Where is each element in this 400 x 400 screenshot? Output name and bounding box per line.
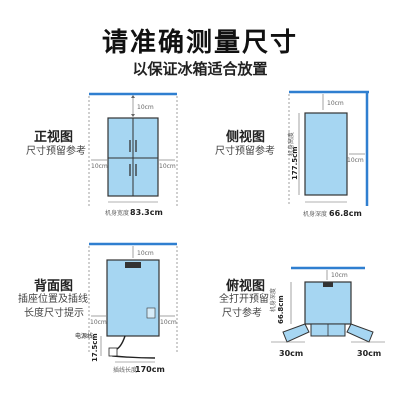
side-view-title: 侧视图 [226, 130, 266, 145]
side-gap-top: 10cm [327, 100, 344, 107]
back-gap-top: 10cm [137, 250, 154, 257]
front-width-label: 机身宽度 [105, 209, 129, 217]
side-gap-right: 10cm [347, 157, 364, 164]
front-gap-left: 10cm [91, 163, 108, 170]
top-view-desc-2: 尺寸参考 [222, 308, 262, 319]
side-height-label: 机身高度 [287, 132, 295, 156]
top-view-title: 俯视图 [226, 279, 266, 294]
back-view-desc-1: 插座位置及插线 [18, 294, 88, 305]
top-view-desc-1: 全打开预留 [219, 294, 269, 305]
page-title: 请准确测量尺寸 [101, 28, 298, 58]
back-cord-length-label: 插线长度 [113, 366, 137, 374]
back-view-diagram: 10cm 10cm 10cm 电源线 17.5cm 插线长度 170cm [75, 242, 178, 374]
front-gap-top: 10cm [137, 104, 154, 111]
front-view-title: 正视图 [34, 130, 74, 145]
top-door-left: 30cm [279, 349, 303, 358]
back-cord-label: 电源线 [75, 332, 93, 340]
top-depth-label: 机身深度 [269, 288, 277, 312]
back-view-title: 背面图 [34, 279, 74, 294]
top-gap-top: 10cm [331, 272, 348, 279]
front-gap-right: 10cm [159, 163, 176, 170]
side-view-desc: 尺寸预留参考 [215, 146, 275, 157]
top-door-right: 30cm [357, 349, 381, 358]
side-height-value: 177.5cm [291, 146, 299, 180]
top-view-diagram: 10cm 机身深度 66.8cm 30cm 30cm [269, 266, 385, 358]
page-subtitle: 以保证冰箱适合放置 [132, 60, 268, 78]
side-depth-value: 66.8cm [329, 209, 362, 218]
front-width-value: 83.3cm [130, 208, 163, 217]
back-view-desc-2: 长度尺寸提示 [24, 308, 84, 319]
back-gap-right: 10cm [160, 319, 177, 326]
front-view-diagram: 10cm 10cm 10cm 机身宽度 83.3cm [88, 92, 178, 217]
side-view-diagram: 10cm 10cm 机身高度 177.5cm 机身深度 66.8cm [287, 90, 369, 218]
top-depth-value: 66.8cm [277, 295, 285, 324]
back-cord-height: 17.5cm [91, 333, 99, 362]
side-depth-label: 机身深度 [303, 210, 327, 218]
back-gap-left: 10cm [90, 319, 107, 326]
back-cord-length-value: 170cm [135, 365, 165, 374]
front-view-desc: 尺寸预留参考 [26, 146, 86, 157]
